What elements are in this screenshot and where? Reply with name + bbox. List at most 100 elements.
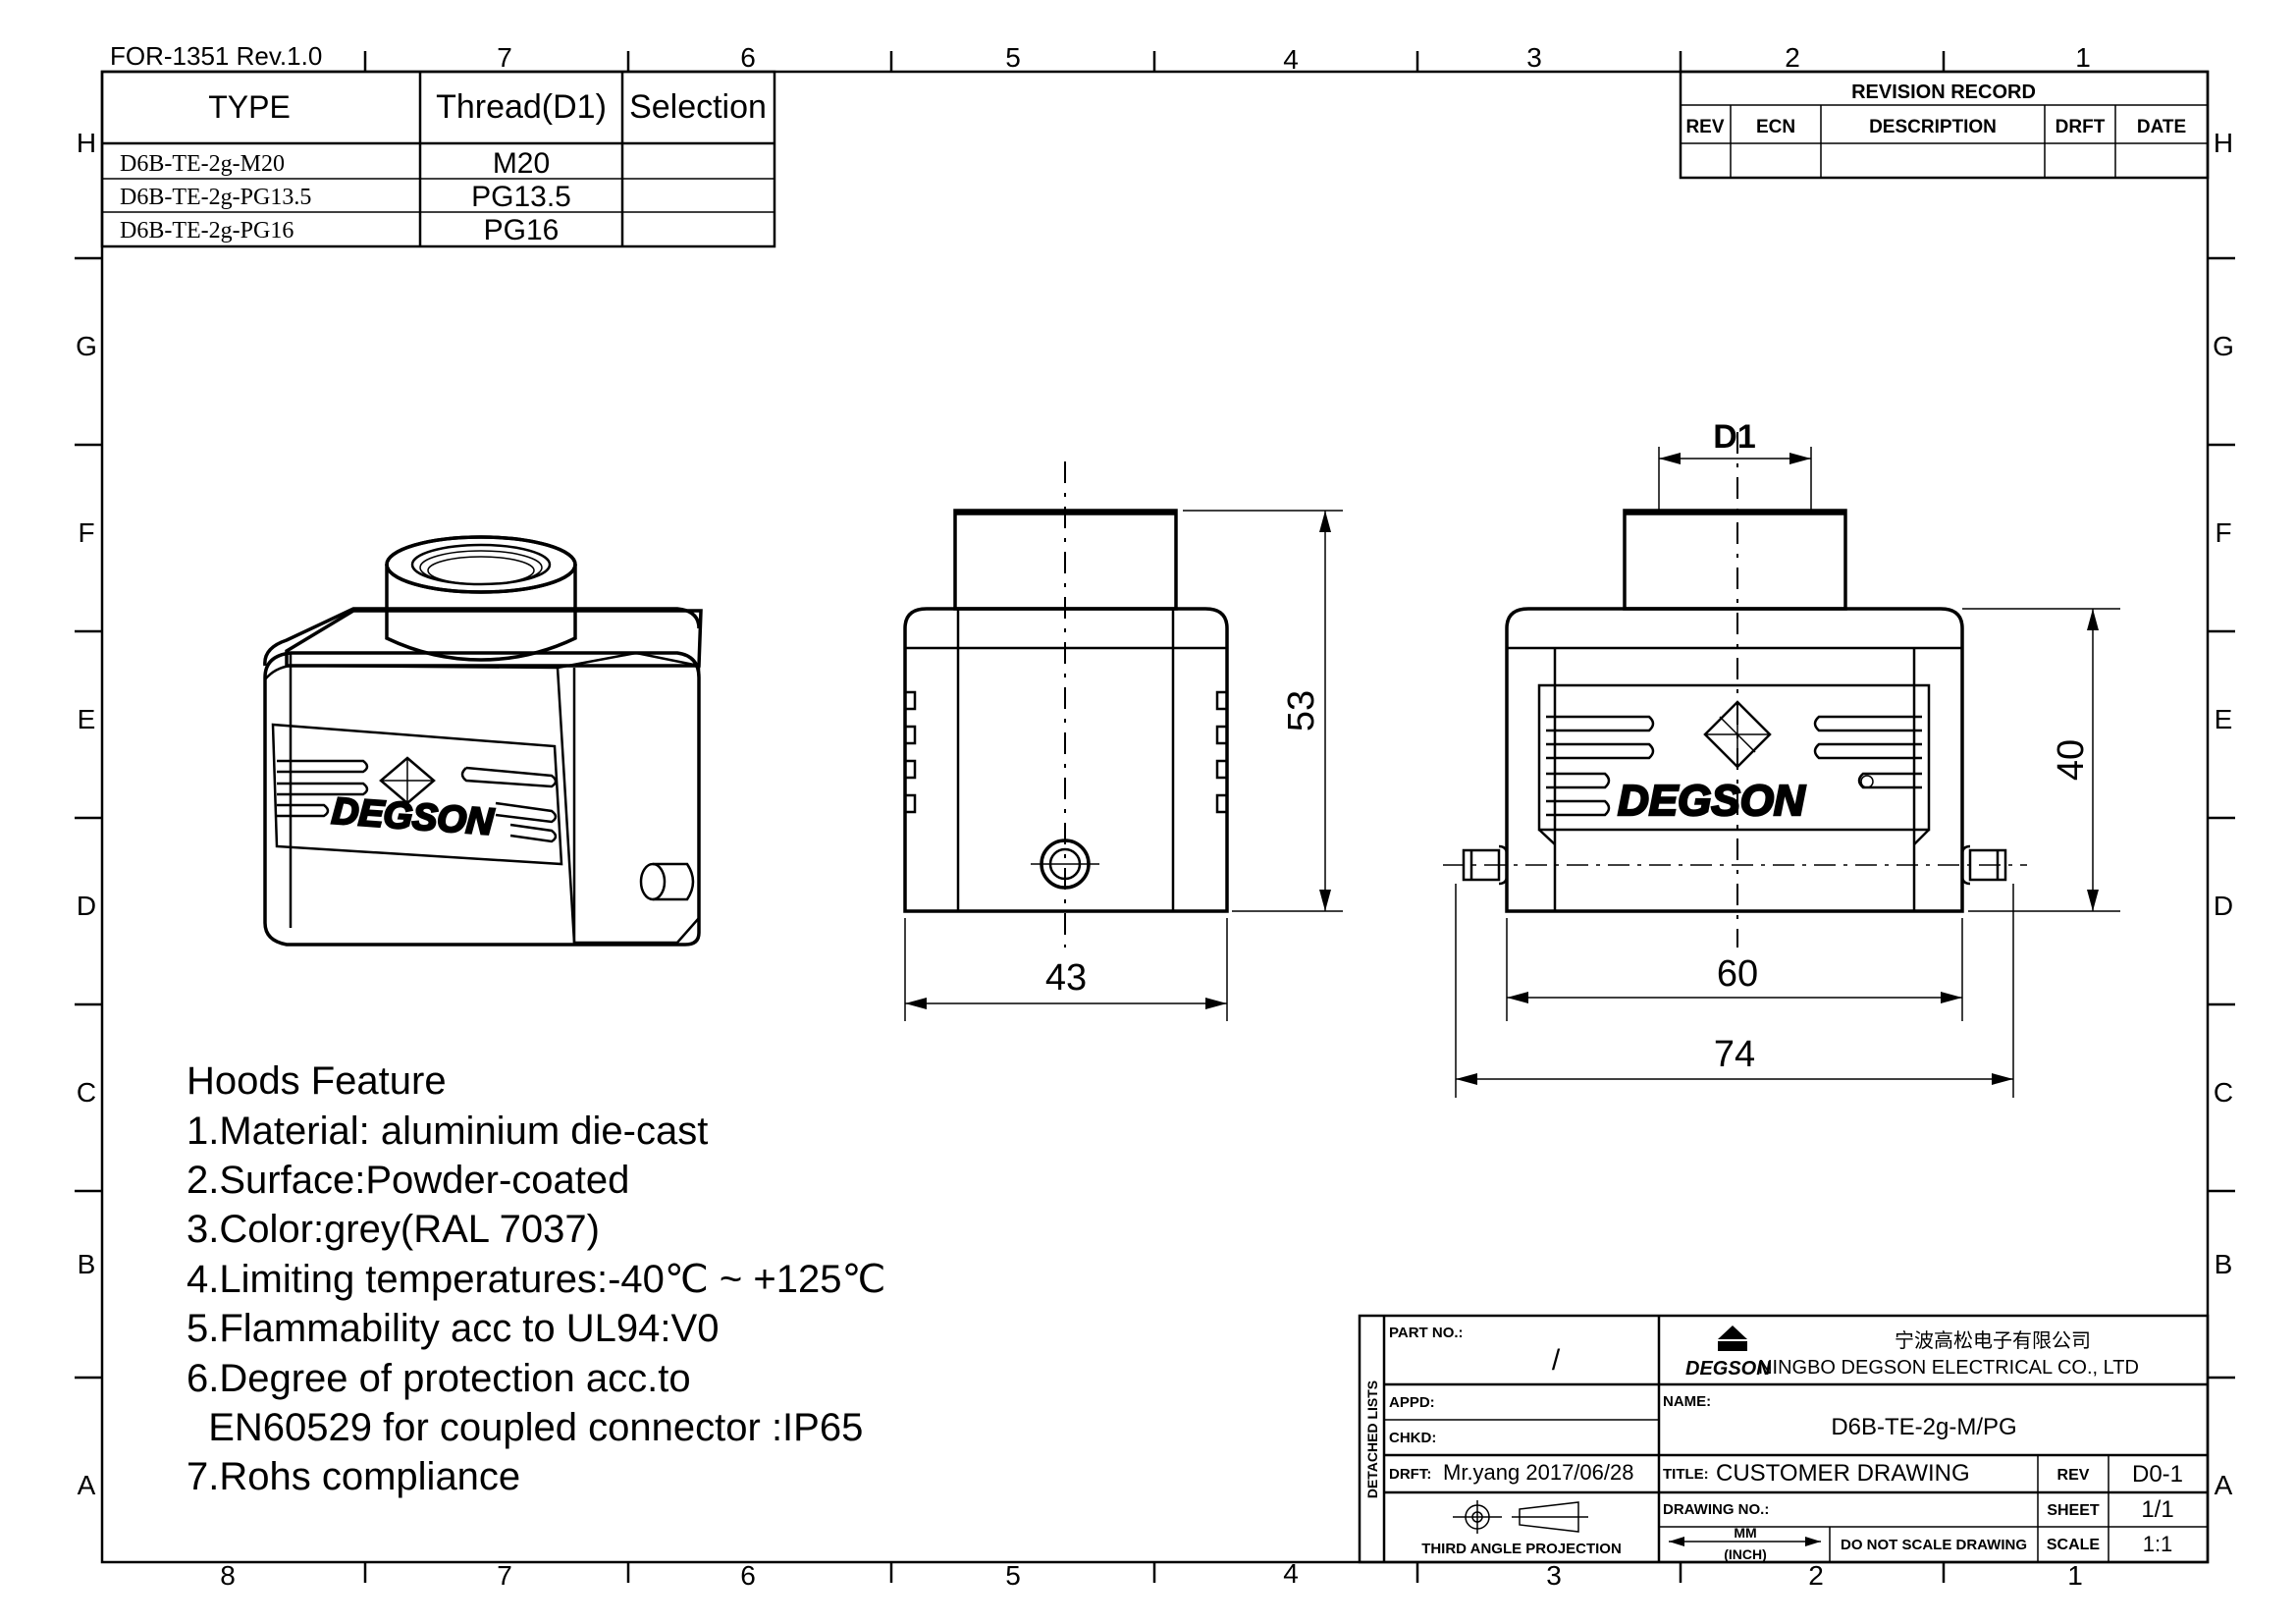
feature-2: 2.Surface:Powder-coated xyxy=(187,1159,629,1202)
features-title: Hoods Feature xyxy=(187,1059,447,1103)
zone-col-bottom-6: 6 xyxy=(740,1560,756,1591)
zone-row-left-D: D xyxy=(77,891,96,921)
zone-col-bottom-8: 8 xyxy=(220,1560,236,1591)
thread-row-2: PG13.5 xyxy=(471,181,571,213)
right-zone-ticks xyxy=(2208,256,2235,1380)
dim-53: 53 xyxy=(1281,690,1322,731)
top-zone-ticks xyxy=(363,51,1946,72)
zone-row-right-A: A xyxy=(2215,1470,2233,1500)
dim-43: 43 xyxy=(1045,957,1087,999)
zone-col-top-2: 2 xyxy=(1785,42,1800,73)
title-block: DETACHED LISTS PART NO.: / APPD: CHKD: D… xyxy=(1358,1314,2210,1564)
name-value: D6B-TE-2g-M/PG xyxy=(1831,1414,2016,1440)
thread-row-3: PG16 xyxy=(484,214,560,246)
dim-d1: D1 xyxy=(1713,418,1755,456)
dim-60: 60 xyxy=(1717,953,1758,995)
type-row-1: D6B-TE-2g-M20 xyxy=(120,151,285,177)
scale-value: 1:1 xyxy=(2143,1532,2173,1556)
feature-6: 6.Degree of protection acc.to xyxy=(187,1357,691,1400)
drft-label: DRFT: xyxy=(1389,1466,1431,1483)
description-col: DESCRIPTION xyxy=(1869,117,1997,137)
zone-row-right-F: F xyxy=(2215,517,2231,548)
front-view: DEGSON D1 40 60 xyxy=(1443,418,2120,1098)
feature-3: 3.Color:grey(RAL 7037) xyxy=(187,1208,600,1251)
form-id: FOR-1351 Rev.1.0 xyxy=(110,41,322,71)
zone-col-top-7: 7 xyxy=(497,42,512,73)
logo-text: DEGSON xyxy=(1685,1358,1771,1380)
dim-74: 74 xyxy=(1714,1034,1755,1075)
dim-40: 40 xyxy=(2051,739,2092,781)
type-row-2: D6B-TE-2g-PG13.5 xyxy=(120,185,311,210)
left-zone-labels: H G F E D C B A xyxy=(76,128,97,1500)
detached-lists: DETACHED LISTS xyxy=(1364,1380,1380,1498)
type-row-3: D6B-TE-2g-PG16 xyxy=(120,218,294,244)
feature-5: 5.Flammability acc to UL94:V0 xyxy=(187,1307,719,1350)
thread-header: Thread(D1) xyxy=(436,88,607,126)
bottom-zone-labels: 8 7 6 5 4 3 2 1 xyxy=(220,1558,2083,1591)
rev-label: REV xyxy=(2057,1467,2090,1484)
zone-row-left-H: H xyxy=(77,128,96,158)
zone-row-left-B: B xyxy=(78,1249,96,1279)
zone-row-right-E: E xyxy=(2215,704,2233,734)
projection-label: THIRD ANGLE PROJECTION xyxy=(1421,1541,1622,1557)
zone-row-right-C: C xyxy=(2214,1077,2233,1108)
zone-row-right-D: D xyxy=(2214,891,2233,921)
units-inch: (INCH) xyxy=(1724,1546,1767,1562)
do-not-scale: DO NOT SCALE DRAWING xyxy=(1841,1537,2027,1553)
iso-brand-text: DEGSON xyxy=(331,790,497,842)
zone-col-bottom-4: 4 xyxy=(1283,1558,1299,1589)
drft-col: DRFT xyxy=(2056,117,2106,137)
units-mm: MM xyxy=(1734,1525,1756,1541)
rev-col: REV xyxy=(1685,117,1724,137)
part-no-label: PART NO.: xyxy=(1389,1325,1464,1341)
zone-row-left-A: A xyxy=(78,1470,96,1500)
type-table: TYPE Thread(D1) Selection D6B-TE-2g-M20 … xyxy=(100,70,776,248)
chkd-label: CHKD: xyxy=(1389,1430,1436,1446)
selection-header: Selection xyxy=(629,88,767,126)
scale-label: SCALE xyxy=(2047,1537,2101,1553)
company-cn: 宁波高松电子有限公司 xyxy=(1895,1329,2091,1352)
zone-col-bottom-1: 1 xyxy=(2067,1560,2083,1591)
right-zone-labels: H G F E D C B A xyxy=(2213,128,2234,1500)
rev-value: D0-1 xyxy=(2132,1461,2183,1488)
sheet-value: 1/1 xyxy=(2141,1496,2173,1523)
ecn-col: ECN xyxy=(1756,117,1795,137)
zone-row-left-E: E xyxy=(78,704,96,734)
left-zone-ticks xyxy=(75,256,102,1380)
zone-row-right-G: G xyxy=(2213,331,2234,361)
isometric-view: DEGSON xyxy=(263,535,703,947)
zone-col-bottom-2: 2 xyxy=(1808,1560,1824,1591)
zone-col-top-4: 4 xyxy=(1283,44,1299,75)
title-label: TITLE: xyxy=(1663,1466,1709,1483)
zone-col-top-6: 6 xyxy=(740,42,756,73)
zone-col-bottom-3: 3 xyxy=(1546,1560,1562,1591)
feature-1: 1.Material: aluminium die-cast xyxy=(187,1110,708,1153)
drawing-no-label: DRAWING NO.: xyxy=(1663,1501,1769,1518)
zone-row-right-H: H xyxy=(2214,128,2233,158)
zone-col-top-5: 5 xyxy=(1005,42,1021,73)
zone-row-left-C: C xyxy=(77,1077,96,1108)
company-en: NINGBO DEGSON ELECTRICAL CO., LTD xyxy=(1758,1357,2139,1379)
top-zone-labels: 7 6 5 4 3 2 1 xyxy=(497,42,2091,75)
zone-col-bottom-7: 7 xyxy=(497,1560,512,1591)
date-col: DATE xyxy=(2137,117,2186,137)
revision-title: REVISION RECORD xyxy=(1851,81,2036,103)
appd-label: APPD: xyxy=(1389,1394,1435,1411)
type-header: TYPE xyxy=(208,89,291,125)
feature-7: 7.Rohs compliance xyxy=(187,1455,520,1498)
revision-record-table: REVISION RECORD REV ECN DESCRIPTION DRFT… xyxy=(1679,70,2210,180)
zone-col-top-3: 3 xyxy=(1526,42,1542,73)
features-list: Hoods Feature 1.Material: aluminium die-… xyxy=(187,1059,885,1498)
bottom-zone-ticks xyxy=(363,1562,1946,1583)
zone-col-bottom-5: 5 xyxy=(1005,1560,1021,1591)
thread-row-1: M20 xyxy=(493,147,550,180)
side-view: 53 43 xyxy=(903,461,1343,1021)
drft-value: Mr.yang 2017/06/28 xyxy=(1443,1460,1633,1485)
feature-4: 4.Limiting temperatures:-40℃ ~ +125℃ xyxy=(187,1258,885,1301)
zone-col-top-1: 1 xyxy=(2075,42,2091,73)
feature-6-cont: EN60529 for coupled connector :IP65 xyxy=(187,1406,863,1449)
zone-row-left-G: G xyxy=(76,331,97,361)
zone-row-left-F: F xyxy=(78,517,94,548)
name-label: NAME: xyxy=(1663,1393,1711,1410)
